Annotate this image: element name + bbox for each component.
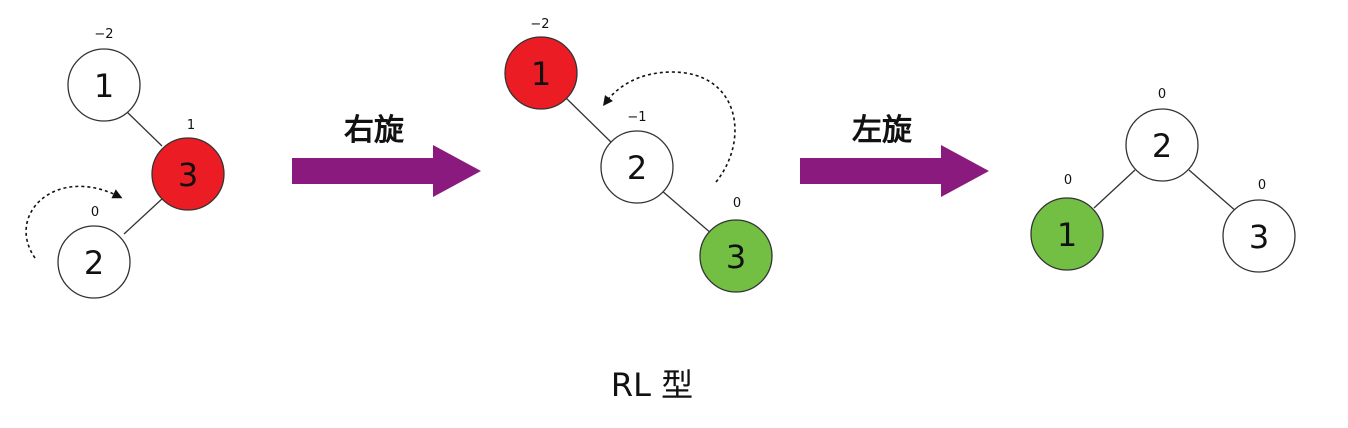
edge-1-2: [565, 97, 616, 147]
tree-node: 2 0: [57, 205, 131, 299]
tree-node: 3 0: [699, 196, 773, 293]
node-circle: [1222, 199, 1296, 273]
transition-right-rotate: 右旋: [292, 113, 481, 197]
edge-3-2: [123, 197, 164, 235]
tree-node: 3 1: [151, 118, 225, 211]
edge-2-1: [1093, 169, 1136, 209]
edge-2-3: [1188, 169, 1238, 213]
transition-label: 左旋: [852, 113, 912, 148]
node-circle: [699, 219, 773, 293]
transition-label: 右旋: [344, 113, 404, 148]
tree-node: 2 0: [1125, 87, 1199, 182]
transition-arrow: [292, 145, 481, 197]
node-value: 1: [94, 67, 114, 105]
balance-factor: 0: [1258, 178, 1266, 193]
tree-node: 1 0: [1030, 173, 1104, 271]
tree-node: 1 −2: [67, 27, 141, 122]
node-value: 3: [178, 156, 198, 194]
balance-factor: 1: [187, 118, 195, 133]
node-circle: [1125, 108, 1199, 182]
tree-node: 2 −1: [600, 110, 674, 204]
step-3-tree: 2 0 1 0 3 0: [1030, 87, 1296, 273]
node-circle: [57, 225, 131, 299]
node-value: 2: [627, 149, 647, 187]
transition-left-rotate: 左旋: [800, 113, 989, 197]
node-circle: [504, 36, 578, 110]
node-value: 1: [531, 55, 551, 93]
diagram-title: RL 型: [611, 366, 693, 404]
balance-factor: −2: [94, 27, 113, 42]
edge-2-3: [660, 189, 713, 235]
node-circle: [151, 137, 225, 211]
node-value: 3: [1249, 218, 1269, 256]
node-value: 2: [84, 244, 104, 282]
edge-1-3: [124, 109, 163, 147]
step-2-tree: 1 −2 2 −1 3 0: [504, 17, 773, 293]
balance-factor: −2: [530, 17, 549, 32]
balance-factor: 0: [733, 196, 741, 211]
node-value: 3: [726, 238, 746, 276]
transition-arrow: [800, 145, 989, 197]
balance-factor: 0: [1064, 173, 1072, 188]
rotation-hint-arrow: [602, 71, 736, 183]
balance-factor: 0: [91, 205, 99, 220]
node-circle: [600, 130, 674, 204]
step-1-tree: 1 −2 3 1 2 0: [25, 27, 225, 299]
node-value: 1: [1057, 216, 1077, 254]
tree-node: 3 0: [1222, 178, 1296, 273]
node-value: 2: [1152, 127, 1172, 165]
tree-node: 1 −2: [504, 17, 578, 110]
balance-factor: −1: [627, 110, 646, 125]
node-circle: [67, 48, 141, 122]
balance-factor: 0: [1158, 87, 1166, 102]
node-circle: [1030, 197, 1104, 271]
